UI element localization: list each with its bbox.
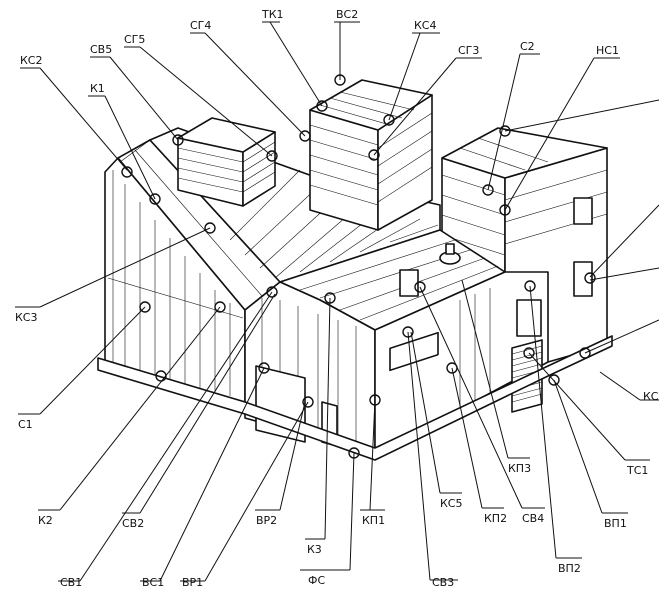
- window-upper: [573, 197, 593, 225]
- label-cb3: СВ3: [432, 576, 454, 589]
- plinth: [97, 335, 613, 461]
- label-cb4: СВ4: [522, 512, 544, 525]
- front-right-wall: [374, 271, 549, 456]
- label-kc-cut: КС: [643, 390, 659, 403]
- label-cg4: СГ4: [190, 19, 211, 32]
- label-bp2-right: ВП2: [558, 562, 581, 575]
- west-roof-lines: [119, 139, 263, 297]
- label-hc1: НС1: [596, 44, 619, 57]
- label-kp2: КП2: [484, 512, 507, 525]
- label-c1: С1: [18, 418, 33, 431]
- east-block-top: [441, 127, 608, 179]
- label-cb5: СВ5: [90, 43, 112, 56]
- label-c2: С2: [520, 40, 535, 53]
- side-window: [516, 299, 542, 337]
- label-bp1: ВР1: [182, 576, 203, 589]
- labels: КС2 СВ5 СГ5 СГ4 ТК1 ВС2 КС4 СГ3 С2 НС1 К…: [15, 8, 659, 589]
- marker-circles: [121, 74, 596, 459]
- tower-top: [309, 79, 433, 131]
- front-window: [389, 331, 439, 372]
- label-kc3: КС3: [15, 311, 38, 324]
- label-fc: ФС: [308, 574, 325, 587]
- label-kc5: КС5: [440, 497, 463, 510]
- label-bp1-right: ВП1: [604, 517, 627, 530]
- label-tk1: ТК1: [261, 8, 284, 21]
- label-kp1: КП1: [362, 514, 385, 527]
- building: [97, 79, 613, 461]
- label-cg3: СГ3: [458, 44, 479, 57]
- label-tc1: ТС1: [626, 464, 648, 477]
- label-cb1: СВ1: [60, 576, 82, 589]
- label-k1: К1: [90, 82, 105, 95]
- label-bc1: ВС1: [142, 576, 164, 589]
- label-cb2: СВ2: [122, 517, 144, 530]
- window-lower: [573, 261, 593, 297]
- brick-pattern-left: [177, 141, 276, 193]
- front-roof-lines: [299, 239, 499, 321]
- label-k3: К3: [307, 543, 322, 556]
- roof-fan-box: [399, 269, 419, 297]
- label-k2: К2: [38, 514, 53, 527]
- label-bc2: ВС2: [336, 8, 358, 21]
- label-kc4: КС4: [414, 19, 437, 32]
- label-kc2: КС2: [20, 54, 43, 67]
- roof-fan-stack: [445, 243, 455, 255]
- leader-lines: [15, 21, 659, 582]
- west-wall-panels: [107, 170, 244, 396]
- front-right-wall-panels: [459, 288, 491, 410]
- label-kp3: КП3: [508, 462, 531, 475]
- label-cg5: СГ5: [124, 33, 145, 46]
- label-bp2: ВР2: [256, 514, 277, 527]
- brick-box-left-top: [177, 117, 276, 153]
